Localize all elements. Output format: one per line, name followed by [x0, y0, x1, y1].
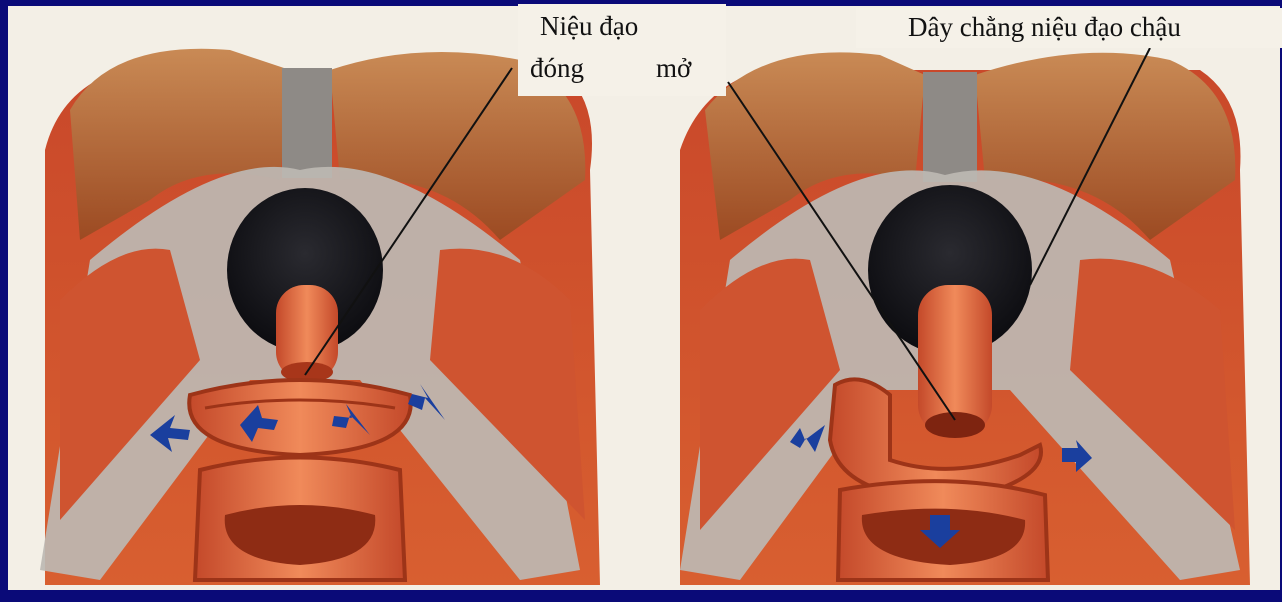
panel-closed — [40, 49, 600, 585]
open-label: mở — [656, 52, 691, 85]
urethra-label-box: Niệu đạo đóng mở — [518, 4, 726, 96]
ligament-label: Dây chằng niệu đạo chậu — [908, 11, 1181, 44]
vagina-closed — [189, 380, 411, 455]
urethra-meatus-open — [925, 412, 985, 438]
closed-label: đóng — [530, 52, 584, 85]
left-border — [0, 0, 8, 598]
ligament-label-box: Dây chằng niệu đạo chậu — [856, 8, 1282, 48]
pubic-symphysis-open — [923, 72, 977, 182]
bottom-border — [0, 590, 1282, 598]
pubic-symphysis — [282, 68, 332, 178]
urethra-title: Niệu đạo — [540, 10, 638, 43]
panel-open — [680, 48, 1250, 585]
